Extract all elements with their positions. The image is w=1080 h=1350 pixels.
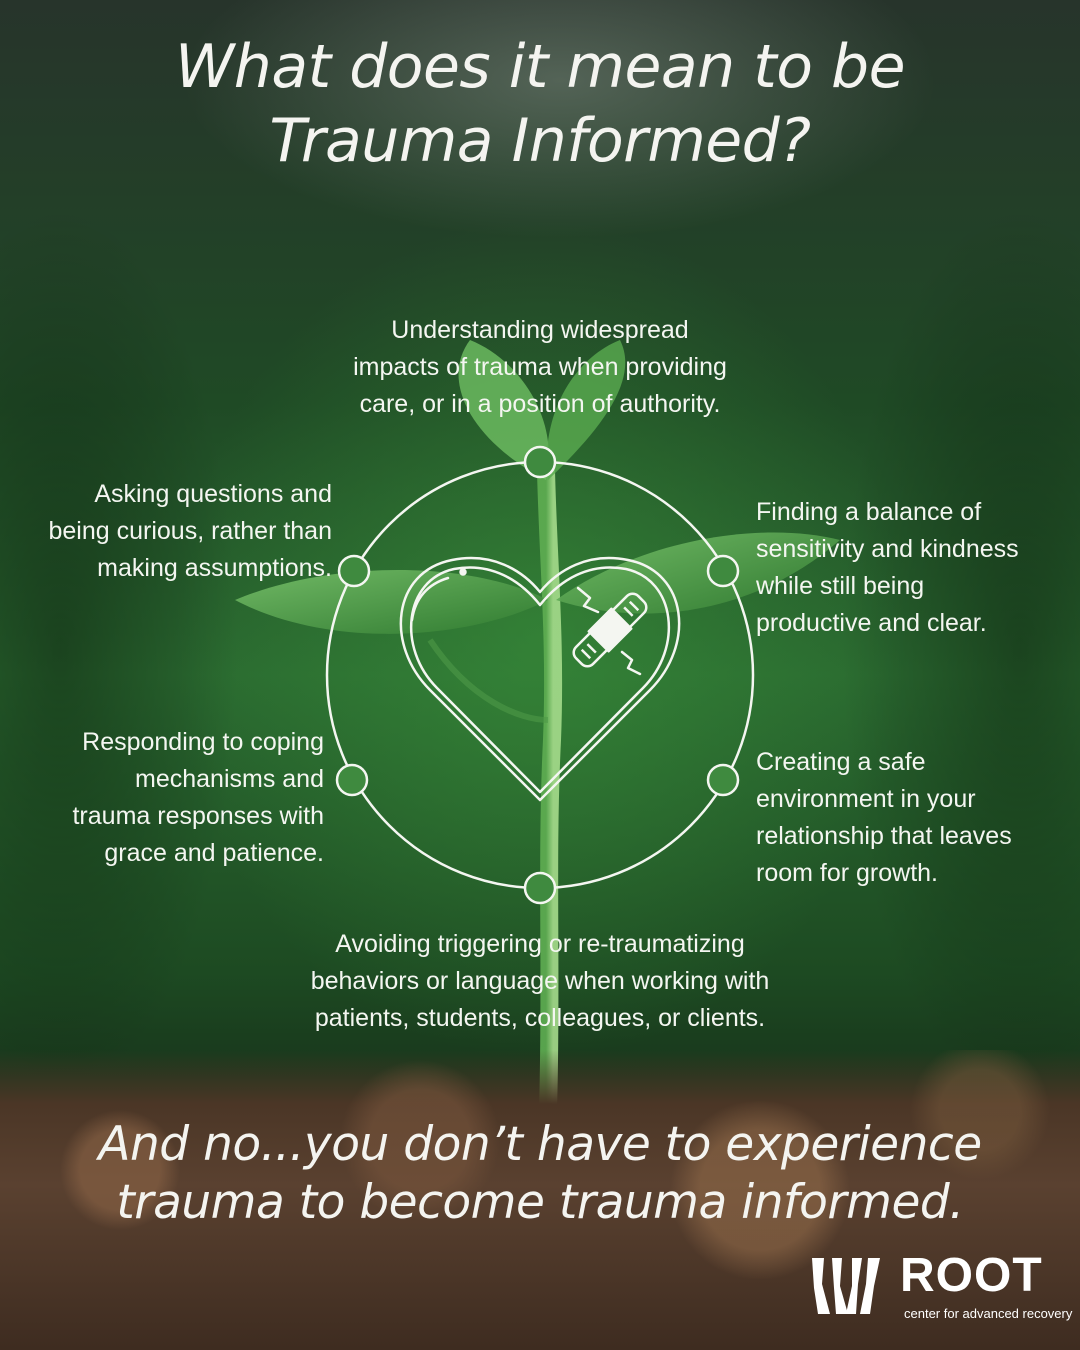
point-creating-safe-environment: Creating a safe environment in your rela… <box>756 744 1076 892</box>
point-asking-questions: Asking questions and being curious, rath… <box>0 476 332 587</box>
tagline-line-2: trauma to become trauma informed. <box>116 1175 964 1230</box>
cycle-ring <box>325 460 755 890</box>
point-responding-to-coping: Responding to coping mechanisms and trau… <box>0 724 324 872</box>
point-line: relationship that leaves <box>756 822 1012 850</box>
logo-subtitle: center for advanced recovery <box>904 1306 1073 1321</box>
bandaged-heart-icon <box>399 556 681 802</box>
point-line: being curious, rather than <box>48 517 332 545</box>
point-line: Avoiding triggering or re-traumatizing <box>335 930 745 958</box>
point-line: Responding to coping <box>82 728 324 756</box>
point-line: behaviors or language when working with <box>310 967 770 995</box>
point-line: productive and clear. <box>756 609 987 637</box>
point-line: making assumptions. <box>97 554 332 582</box>
point-understanding-impacts: Understanding widespread impacts of trau… <box>240 312 840 423</box>
point-line: Finding a balance of <box>756 498 982 526</box>
point-line: Asking questions and <box>94 480 332 508</box>
node-bottom-circle <box>523 871 557 905</box>
point-line: sensitivity and kindness <box>756 535 1019 563</box>
root-logo-mark-icon <box>812 1258 880 1314</box>
tagline-line-1: And no...you don’t have to experience <box>98 1117 982 1172</box>
node-lower-left-circle <box>335 763 369 797</box>
node-upper-right-circle <box>706 554 740 588</box>
node-lower-right-circle <box>706 763 740 797</box>
point-line: grace and patience. <box>104 839 324 867</box>
point-line: Understanding widespread <box>391 316 689 344</box>
node-upper-left-circle <box>337 554 371 588</box>
point-line: trauma responses with <box>72 802 324 830</box>
title-line-2: Trauma Informed? <box>269 106 811 176</box>
background-shadow-left <box>0 200 240 1100</box>
point-finding-balance: Finding a balance of sensitivity and kin… <box>756 494 1076 642</box>
point-line: Creating a safe <box>756 748 926 776</box>
point-line: mechanisms and <box>135 765 324 793</box>
point-line: while still being <box>756 572 925 600</box>
title-line-1: What does it mean to be <box>174 32 906 102</box>
point-line: environment in your <box>756 785 976 813</box>
point-avoiding-triggering: Avoiding triggering or re-traumatizing b… <box>240 926 840 1037</box>
point-line: impacts of trauma when providing <box>353 353 727 381</box>
page-title: What does it mean to be Trauma Informed? <box>0 30 1080 178</box>
root-logo: ROOT center for advanced recovery <box>808 1249 1073 1334</box>
node-top-circle <box>523 445 557 479</box>
background-shadow-right <box>840 200 1080 1100</box>
logo-name: ROOT <box>900 1249 1043 1302</box>
point-line: patients, students, colleagues, or clien… <box>314 1004 766 1032</box>
closing-tagline: And no...you don’t have to experience tr… <box>0 1116 1080 1232</box>
soil-ground <box>0 1050 1080 1350</box>
point-line: room for growth. <box>756 859 939 887</box>
point-line: care, or in a position of authority. <box>359 390 721 418</box>
